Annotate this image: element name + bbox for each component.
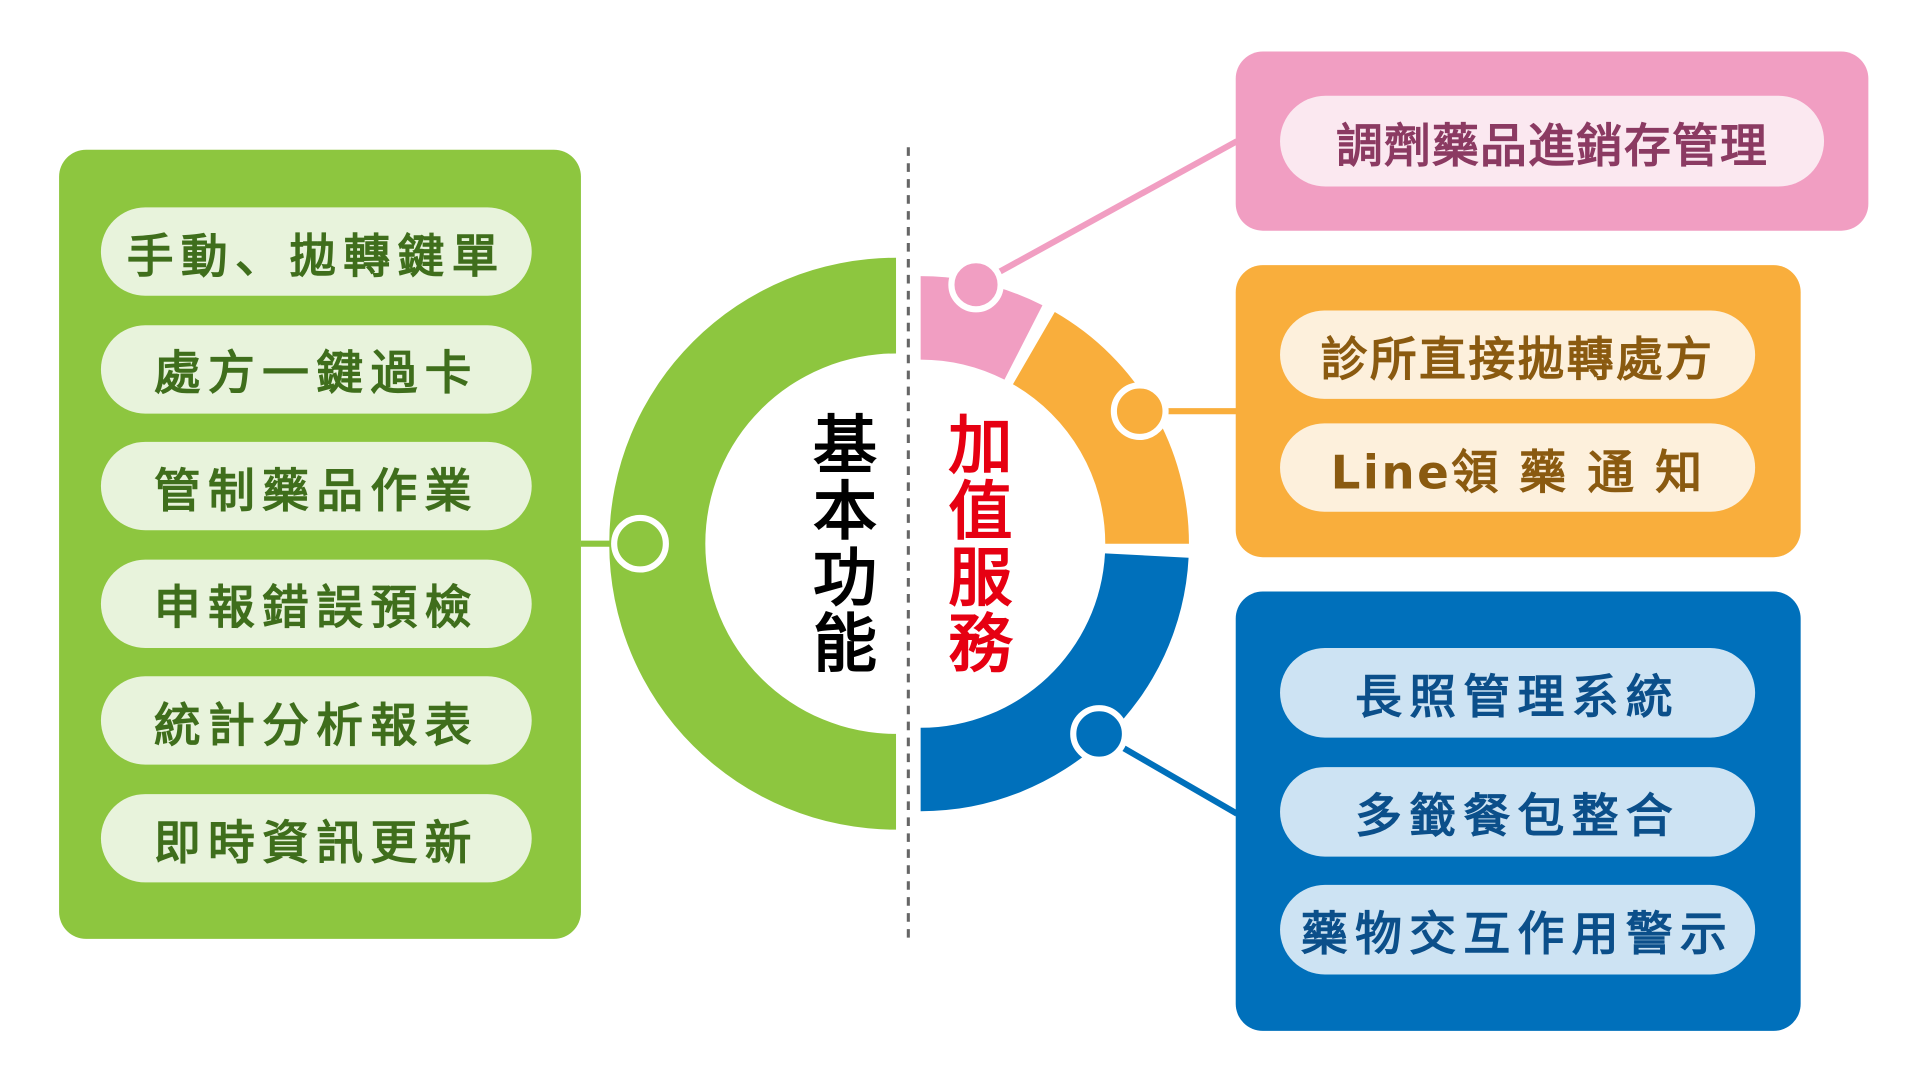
pink-connector xyxy=(974,138,1239,288)
feature-item: 藥物交互作用警示 xyxy=(1280,884,1756,975)
basic-features-label: 基本功能 xyxy=(801,411,876,677)
feature-item: 管制藥品作業 xyxy=(100,442,532,531)
feature-item: 手動、拋轉鍵單 xyxy=(100,207,532,296)
blue-ring-segment xyxy=(920,553,1189,812)
pink-node-dot xyxy=(948,257,1004,313)
blue-group-panel: 長照管理系統多籤餐包整合藥物交互作用警示 xyxy=(1235,591,1801,1031)
green-node-dot xyxy=(611,514,669,573)
orange-node-dot xyxy=(1110,382,1169,440)
pink-group-panel: 調劑藥品進銷存管理 xyxy=(1235,51,1869,231)
feature-item: 即時資訊更新 xyxy=(100,794,532,883)
feature-item: 長照管理系統 xyxy=(1280,648,1756,738)
orange-group-panel: 診所直接拋轉處方 Line領 藥 通 知 xyxy=(1235,265,1801,558)
feature-item: 申報錯誤預檢 xyxy=(100,559,532,648)
basic-half-ring xyxy=(609,257,897,830)
basic-features-panel: 手動、拋轉鍵單處方一鍵過卡管制藥品作業申報錯誤預檢統計分析報表即時資訊更新 xyxy=(59,149,581,939)
feature-item: 多籤餐包整合 xyxy=(1280,766,1756,857)
feature-item: 統計分析報表 xyxy=(100,676,532,766)
value-added-label: 加值服務 xyxy=(936,411,1011,677)
feature-item: Line領 藥 通 知 xyxy=(1280,423,1756,512)
feature-item: 診所直接拋轉處方 xyxy=(1280,310,1756,399)
feature-item: 處方一鍵過卡 xyxy=(100,324,532,414)
blue-node-dot xyxy=(1070,705,1129,763)
orange-ring-segment xyxy=(1012,311,1189,544)
feature-item: 調劑藥品進銷存管理 xyxy=(1280,95,1825,187)
pink-ring-segment xyxy=(920,276,1043,380)
